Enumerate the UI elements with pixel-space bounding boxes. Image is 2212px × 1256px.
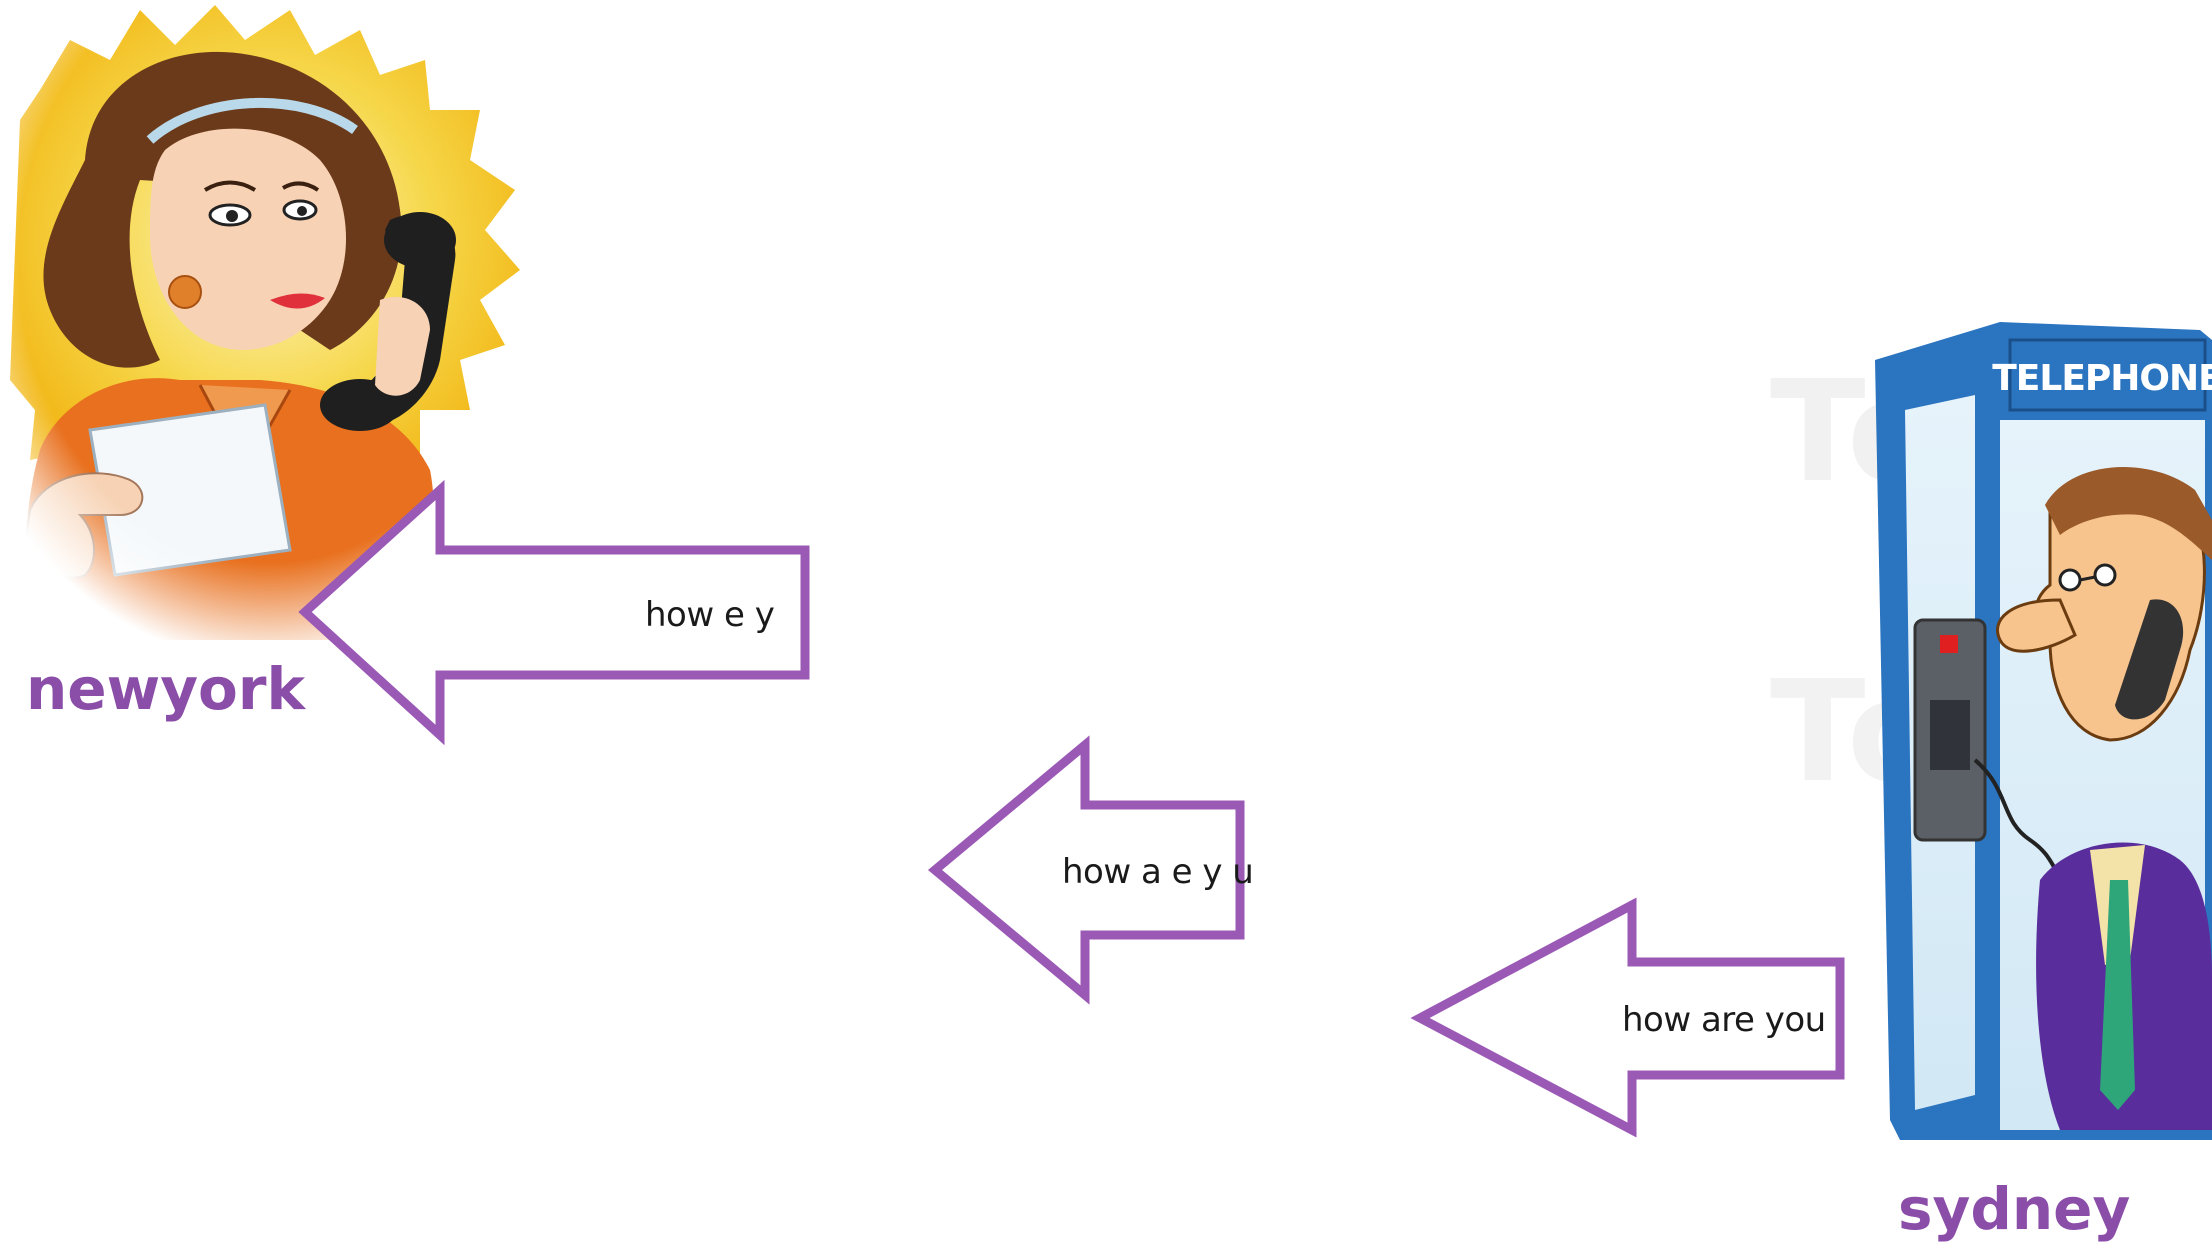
signal-arrow-1 <box>298 479 810 746</box>
booth-sign-text: TELEPHONE <box>1992 358 2212 399</box>
message-garbled-most: how e y <box>645 595 775 635</box>
signal-arrow-2 <box>927 735 1245 1005</box>
city-label-sydney: sydney <box>1898 1175 2131 1243</box>
signal-arrows <box>298 479 1845 1138</box>
necktie <box>2100 880 2135 1110</box>
booth-receiver-icon <box>2115 599 2184 720</box>
city-label-newyork: newyork <box>26 655 306 723</box>
message-garbled-partial: how a e y u <box>1062 852 1254 892</box>
woman-on-phone-illustration <box>0 0 540 650</box>
message-original: how are you <box>1622 1000 1826 1040</box>
man-in-phone-booth-illustration: To To TELEPHONE <box>1770 322 2212 1140</box>
booth-sign <box>2008 338 2207 412</box>
signal-arrow-3 <box>1410 897 1845 1138</box>
